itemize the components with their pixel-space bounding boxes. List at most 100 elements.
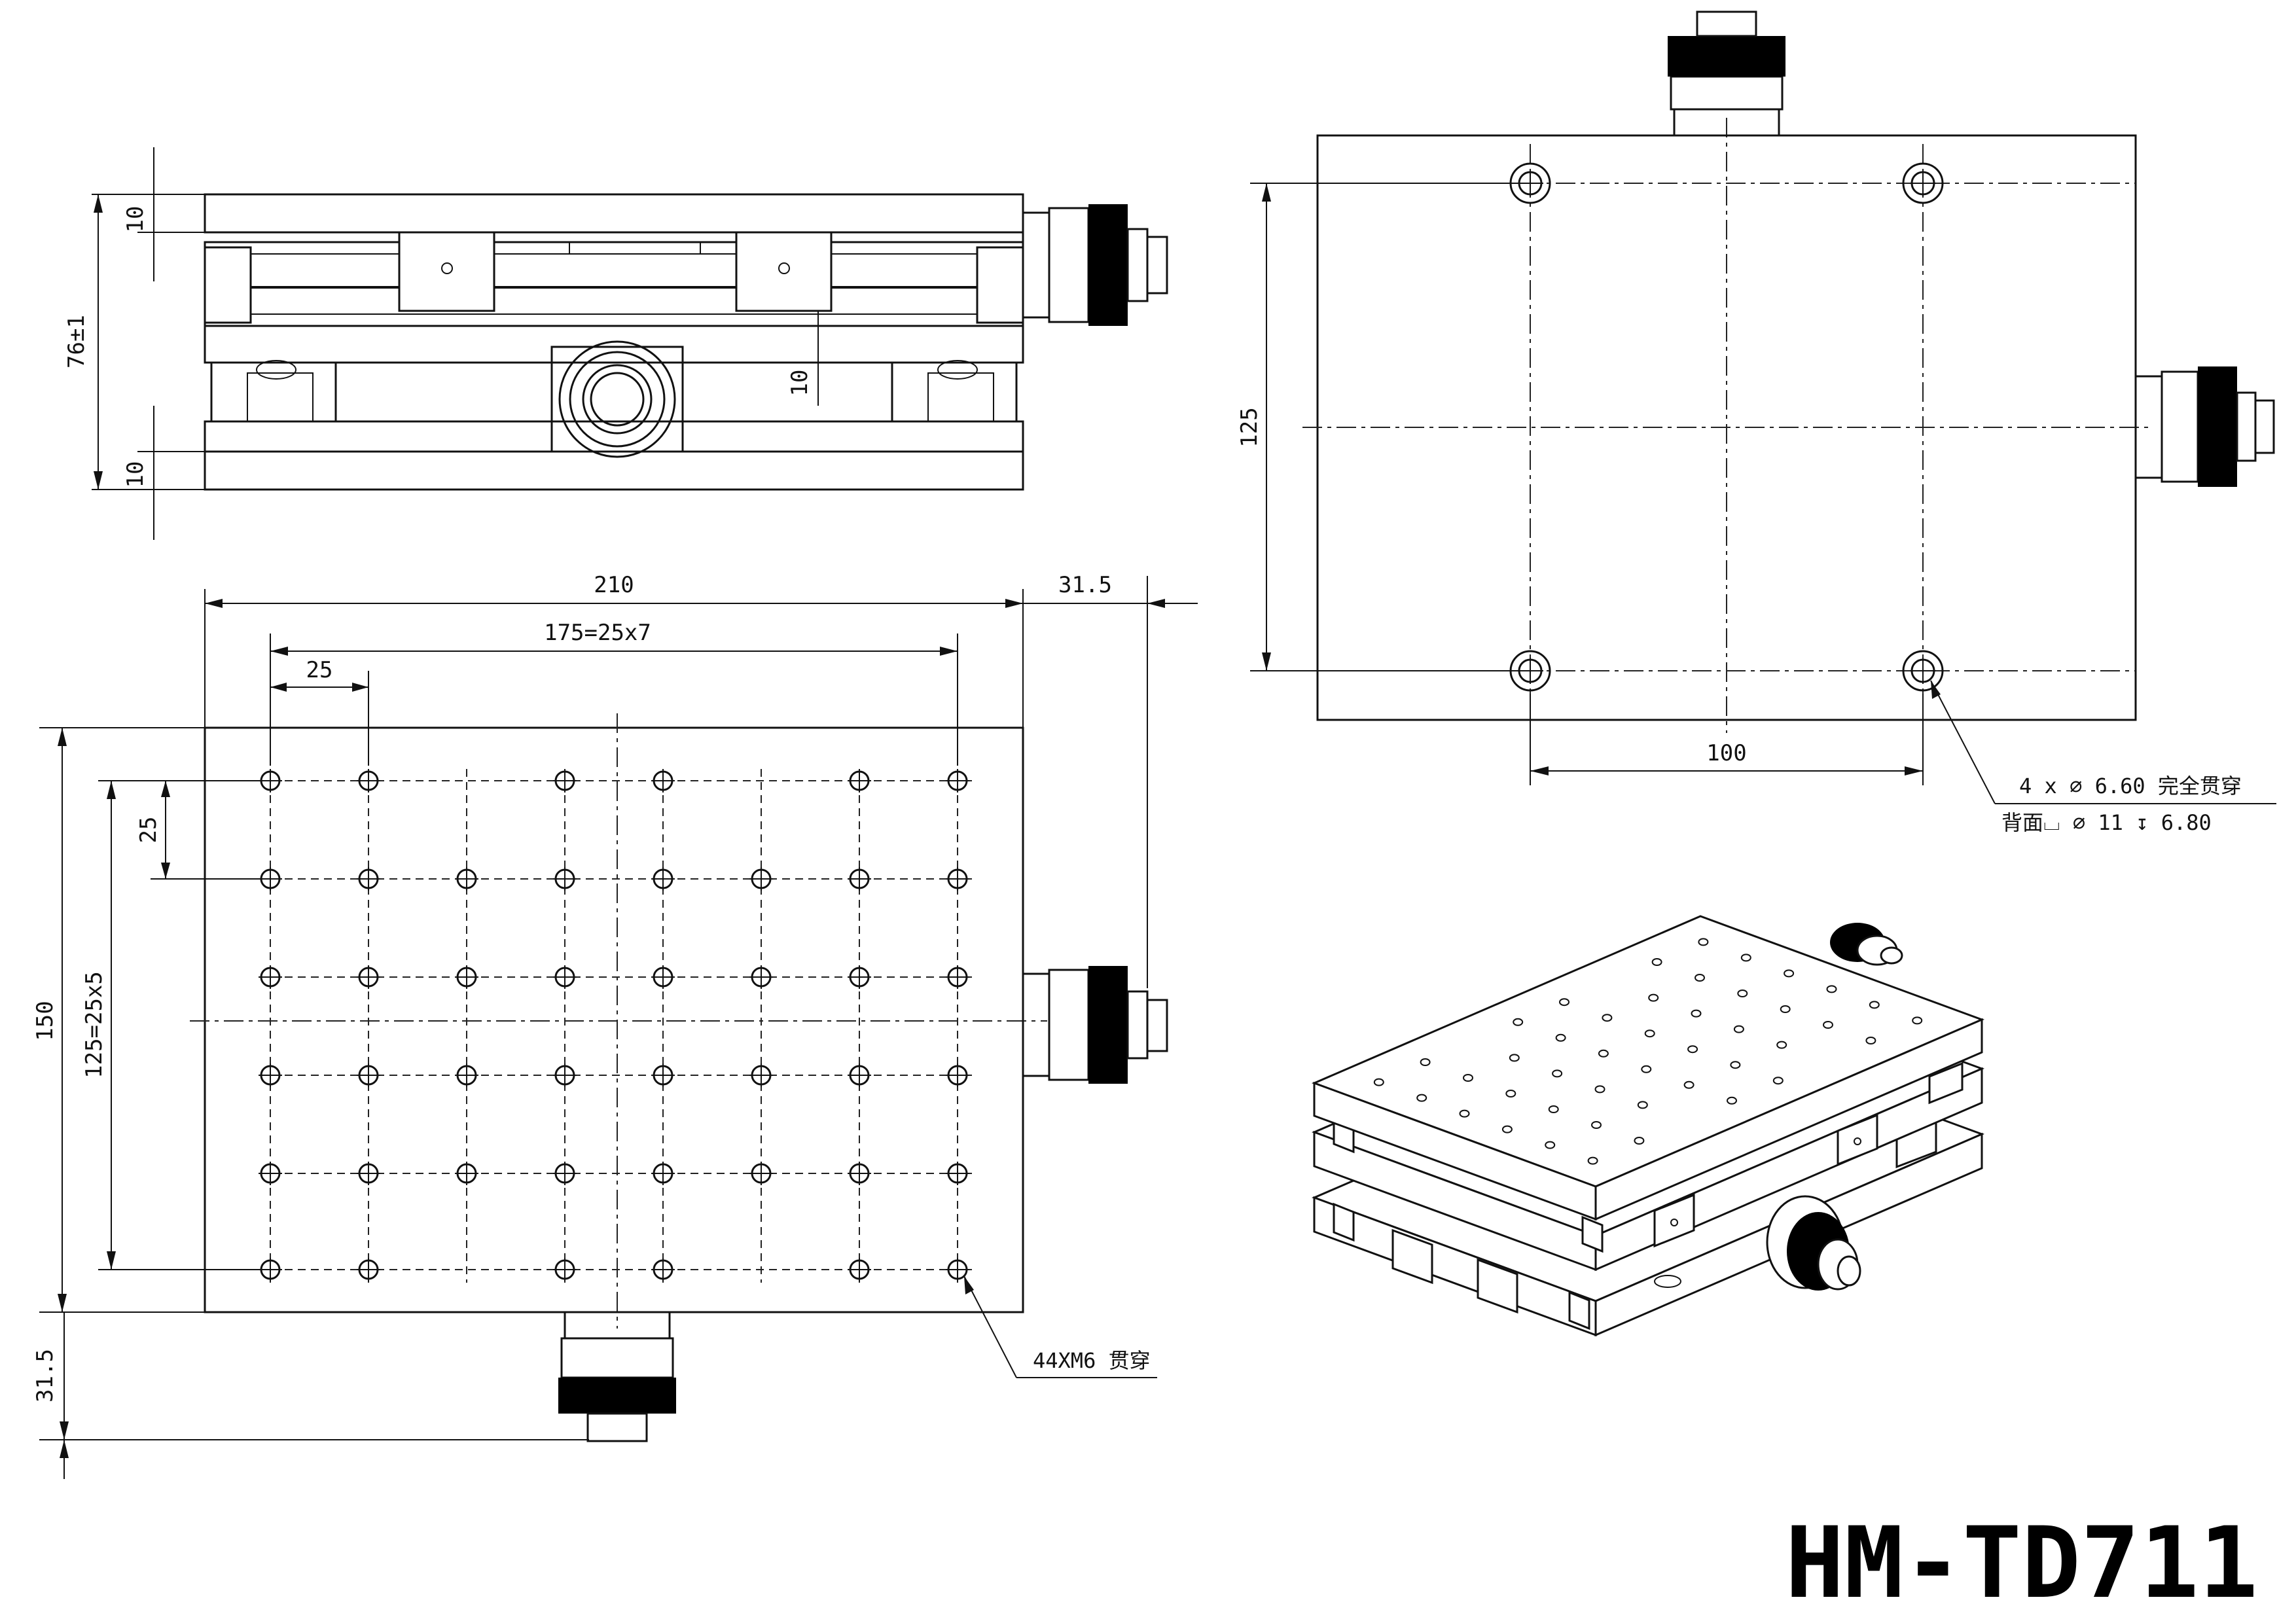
side-view: 76±1 10 10 10 — [63, 147, 1168, 540]
top-dim-knob-bottom: 31.5 — [32, 1349, 58, 1402]
iso-hole — [1727, 1096, 1737, 1105]
iso-hole — [1548, 1105, 1559, 1113]
m6-hole — [651, 1162, 675, 1185]
isometric-view — [1311, 915, 1985, 1337]
m6-hole — [848, 867, 871, 891]
m6-hole — [946, 1162, 969, 1185]
iso-hole — [1698, 938, 1709, 946]
iso-hole — [1505, 1090, 1516, 1097]
m6-hole — [553, 1258, 577, 1281]
m6-hole — [848, 769, 871, 793]
side-dim-top-plate: 10 — [122, 206, 149, 233]
iso-hole — [1865, 1037, 1876, 1044]
iso-hole — [1637, 1101, 1648, 1109]
iso-hole — [1772, 1077, 1784, 1085]
iso-hole — [1691, 1009, 1702, 1018]
top-dim-hole-span-x: 175=25x7 — [544, 620, 651, 646]
iso-hole — [1730, 1061, 1741, 1069]
iso-hole — [1733, 1025, 1744, 1033]
iso-hole — [1591, 1121, 1602, 1129]
iso-hole — [1545, 1141, 1556, 1149]
iso-hole — [1644, 1029, 1655, 1038]
m6-hole — [553, 1162, 577, 1185]
m6-hole — [553, 867, 577, 891]
side-dim-base-plate: 10 — [122, 461, 149, 488]
top-dim-width: 210 — [594, 572, 634, 598]
top-dim-height: 150 — [32, 1001, 58, 1041]
iso-hole — [1587, 1156, 1598, 1165]
top-hole-callout: 44XM6 贯穿 — [1033, 1348, 1151, 1373]
iso-hole — [1912, 1016, 1923, 1025]
iso-hole — [1826, 985, 1837, 993]
m6-hole — [259, 1162, 282, 1185]
m6-hole — [749, 1063, 773, 1087]
m6-hole — [357, 867, 380, 891]
iso-hole — [1501, 1125, 1513, 1133]
m6-hole — [749, 1162, 773, 1185]
iso-hole — [1784, 969, 1795, 978]
iso-hole — [1823, 1021, 1833, 1029]
iso-hole — [1509, 1054, 1520, 1062]
iso-hole — [1687, 1045, 1698, 1054]
m6-hole — [848, 965, 871, 989]
iso-hole — [1559, 998, 1570, 1007]
bottom-dim-hole-span-y: 125 — [1236, 407, 1263, 447]
iso-hole — [1683, 1080, 1695, 1089]
iso-hole — [1513, 1018, 1524, 1026]
m6-hole — [651, 965, 675, 989]
m6-hole — [946, 1063, 969, 1087]
m6-hole — [259, 965, 282, 989]
iso-hole — [1373, 1078, 1384, 1086]
iso-hole — [1776, 1041, 1787, 1049]
bottom-hole-callout-2: 背面⌴ ∅ 11 ↧ 6.80 — [2001, 810, 2212, 835]
iso-hole — [1459, 1109, 1470, 1118]
m6-hole — [651, 1063, 675, 1087]
iso-hole — [1420, 1058, 1431, 1066]
iso-hole — [1737, 990, 1748, 997]
iso-hole — [1602, 1014, 1613, 1022]
iso-hole — [1641, 1065, 1652, 1073]
side-dim-height: 76±1 — [63, 315, 90, 368]
iso-hole — [1695, 974, 1705, 982]
iso-hole — [1463, 1074, 1473, 1082]
m6-hole — [455, 867, 478, 891]
top-dim-pitch-x: 25 — [306, 657, 333, 683]
bottom-dim-hole-span-x: 100 — [1706, 740, 1746, 766]
top-dim-pitch-y: 25 — [135, 817, 162, 844]
iso-hole — [1552, 1069, 1563, 1078]
m6-hole — [553, 1063, 577, 1087]
m6-hole — [357, 965, 380, 989]
m6-hole — [651, 769, 675, 793]
m6-hole — [357, 1162, 380, 1185]
iso-hole — [1416, 1094, 1427, 1102]
counterbore-hole — [1902, 650, 1944, 692]
m6-hole — [357, 1258, 380, 1281]
m6-hole — [946, 867, 969, 891]
m6-hole — [455, 965, 478, 989]
iso-hole — [1594, 1085, 1605, 1094]
isometric-hole-pattern — [1373, 938, 1923, 1165]
model-title: HM-TD711 — [1785, 1507, 2258, 1620]
iso-hole — [1869, 1001, 1880, 1009]
m6-hole — [749, 965, 773, 989]
iso-hole — [1598, 1049, 1609, 1058]
m6-hole — [749, 867, 773, 891]
top-dim-hole-span-y: 125=25x5 — [81, 971, 107, 1079]
m6-hole — [553, 965, 577, 989]
side-dim-middle: 10 — [787, 370, 813, 397]
m6-hole — [357, 769, 380, 793]
mounting-hole-grid — [259, 769, 972, 1283]
iso-hole — [1740, 954, 1751, 962]
top-view: 210 31.5 175=25x7 25 150 125=25x5 25 — [32, 572, 1198, 1479]
bottom-hole-callout-1: 4 x ∅ 6.60 完全贯穿 — [2019, 774, 2242, 798]
m6-hole — [455, 1063, 478, 1087]
m6-hole — [259, 1063, 282, 1087]
m6-hole — [455, 1162, 478, 1185]
iso-hole — [1651, 958, 1662, 966]
m6-hole — [651, 867, 675, 891]
iso-hole — [1648, 993, 1659, 1002]
m6-hole — [357, 1063, 380, 1087]
m6-hole — [946, 1258, 969, 1281]
iso-hole — [1555, 1033, 1566, 1042]
